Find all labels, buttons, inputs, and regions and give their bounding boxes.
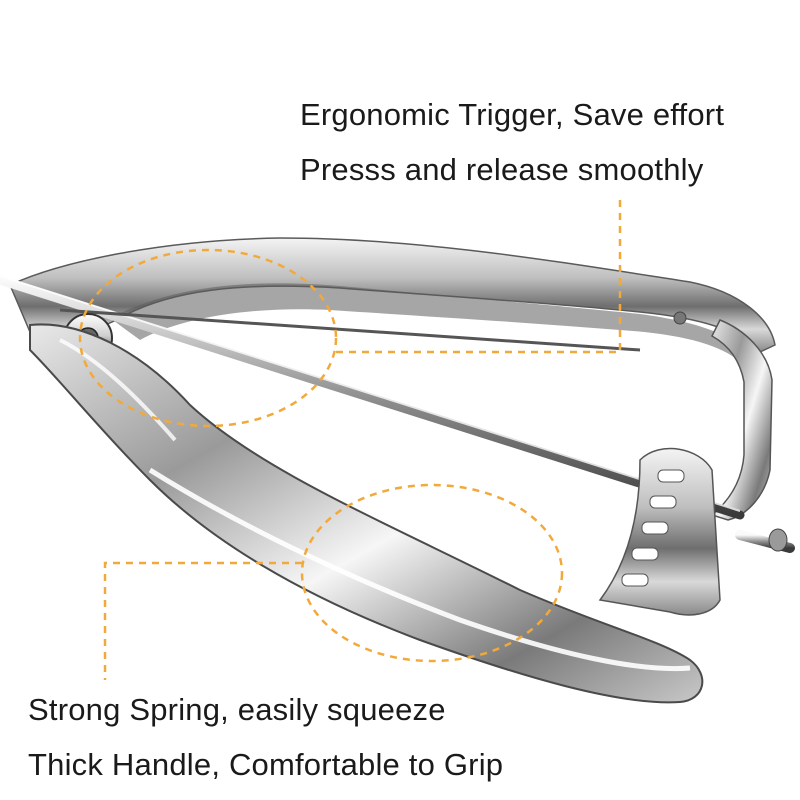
trigger-callout xyxy=(78,195,622,428)
trigger-caption-subtitle: Presss and release smoothly xyxy=(300,152,704,187)
spring-caption: Strong Spring, easily squeeze xyxy=(28,692,446,727)
release-plate xyxy=(598,447,721,616)
handle-callout xyxy=(103,483,564,680)
trigger-caption-title: Ergonomic Trigger, Save effort xyxy=(300,97,725,132)
spring-rod xyxy=(0,275,795,553)
handle-caption: Thick Handle, Comfortable to Grip xyxy=(28,747,504,782)
trigger-leader-line xyxy=(336,195,622,354)
trigger-lever xyxy=(9,237,776,521)
handle-leader-line xyxy=(103,561,302,680)
handle-highlight-circle xyxy=(300,483,564,663)
thick-handle xyxy=(29,323,704,704)
trigger-highlight-circle xyxy=(78,248,338,428)
